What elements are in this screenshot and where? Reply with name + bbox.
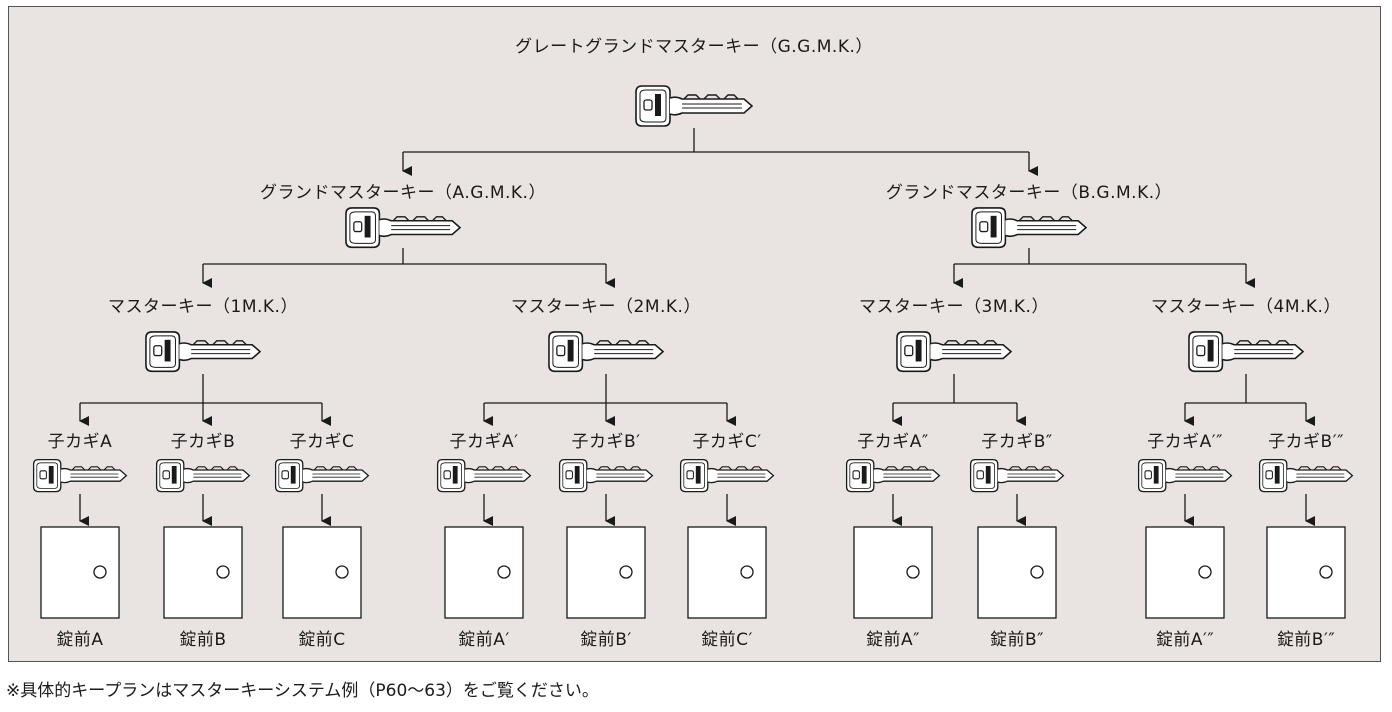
child-key-icon bbox=[1137, 458, 1233, 493]
lock-door bbox=[40, 526, 120, 619]
master-key-label: マスターキー（3M.K.） bbox=[859, 297, 1049, 317]
footnote: ※具体的キープランはマスターキーシステム例（P60〜63）をご覧ください。 bbox=[6, 681, 599, 701]
master-key-icon bbox=[1188, 331, 1304, 373]
child-key-label: 子カギA″ bbox=[857, 432, 929, 452]
grand-master-key-icon bbox=[345, 207, 461, 249]
master-key-icon bbox=[548, 331, 664, 373]
lock-label: 錠前B′″ bbox=[1276, 630, 1336, 650]
child-key-label: 子カギB′ bbox=[571, 432, 641, 452]
master-key-label: マスターキー（2M.K.） bbox=[511, 297, 701, 317]
lock-door bbox=[1145, 526, 1225, 619]
great-grand-master-key-icon bbox=[635, 85, 753, 127]
lock-label: 錠前A′″ bbox=[1155, 630, 1215, 650]
child-key-label: 子カギC′ bbox=[692, 432, 762, 452]
child-key-icon bbox=[155, 458, 251, 493]
child-key-label: 子カギC bbox=[289, 432, 355, 452]
lock-door bbox=[977, 526, 1057, 619]
master-key-label: マスターキー（1M.K.） bbox=[108, 297, 298, 317]
lock-door bbox=[687, 526, 767, 619]
lock-door bbox=[163, 526, 243, 619]
lock-label: 錠前C′ bbox=[701, 630, 753, 650]
lock-label: 錠前B bbox=[179, 630, 227, 650]
child-key-icon bbox=[679, 458, 775, 493]
child-key-icon bbox=[558, 458, 654, 493]
lock-door bbox=[1266, 526, 1346, 619]
lock-door bbox=[853, 526, 933, 619]
child-key-icon bbox=[1258, 458, 1354, 493]
lock-doors bbox=[40, 526, 1346, 619]
master-key-icon bbox=[145, 331, 261, 373]
lock-door bbox=[566, 526, 646, 619]
title-label: グレートグランドマスターキー（G.G.M.K.） bbox=[515, 37, 873, 57]
grand-master-label: グランドマスターキー（B.G.M.K.） bbox=[885, 183, 1173, 203]
child-key-icon bbox=[274, 458, 370, 493]
lock-label: 錠前A′ bbox=[458, 630, 510, 650]
lock-label: 錠前C bbox=[298, 630, 346, 650]
child-key-label: 子カギB bbox=[170, 432, 236, 452]
lock-label: 錠前B″ bbox=[989, 630, 1045, 650]
child-key-icon bbox=[845, 458, 941, 493]
grand-master-key-icon bbox=[971, 207, 1087, 249]
child-key-label: 子カギA bbox=[47, 432, 113, 452]
lock-label: 錠前A″ bbox=[866, 630, 920, 650]
child-key-label: 子カギB′″ bbox=[1268, 432, 1344, 452]
master-key-label: マスターキー（4M.K.） bbox=[1151, 297, 1341, 317]
connector-lines bbox=[79, 128, 1315, 526]
child-key-icon bbox=[969, 458, 1065, 493]
lock-label: 錠前B′ bbox=[580, 630, 632, 650]
child-key-icon bbox=[32, 458, 128, 493]
lock-label: 錠前A bbox=[56, 630, 104, 650]
grand-master-label: グランドマスターキー（A.G.M.K.） bbox=[260, 183, 546, 203]
child-key-label: 子カギA′″ bbox=[1147, 432, 1223, 452]
child-key-label: 子カギB″ bbox=[981, 432, 1053, 452]
master-key-icon bbox=[896, 331, 1012, 373]
lock-door bbox=[282, 526, 362, 619]
lock-door bbox=[444, 526, 524, 619]
child-key-icon bbox=[436, 458, 532, 493]
child-key-label: 子カギA′ bbox=[449, 432, 519, 452]
